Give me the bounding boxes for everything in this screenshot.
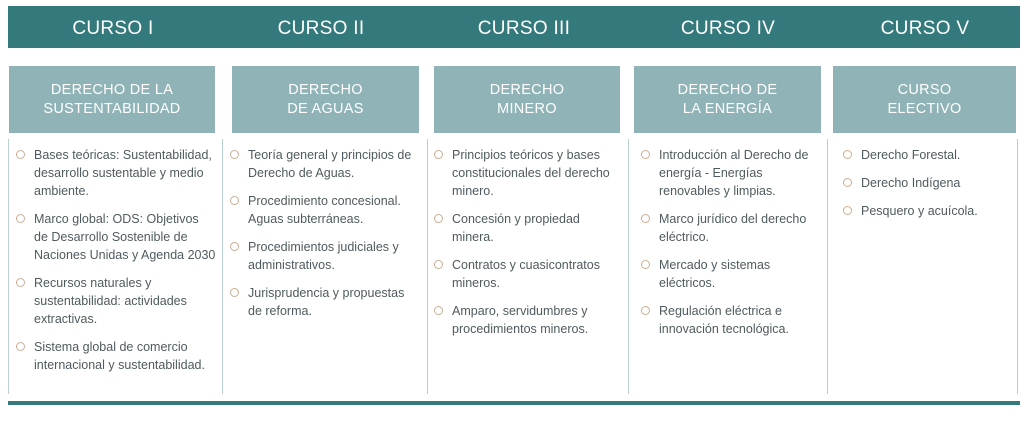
column-divider: [827, 139, 828, 394]
topic-text: Teoría general y principios de Derecho d…: [248, 148, 412, 180]
topic-text: Recursos naturales y sustentabilidad: ac…: [34, 276, 187, 326]
course-2-subject: DERECHO DE AGUAS: [232, 66, 419, 133]
list-item: Mercado y sistemas eléctricos.: [641, 256, 821, 292]
circle-bullet-icon: [230, 196, 239, 205]
column-divider: [628, 139, 629, 394]
list-item: Introducción al Derecho de energía - Ene…: [641, 146, 821, 200]
topic-text: Principios teóricos y bases constitucion…: [452, 148, 610, 198]
circle-bullet-icon: [16, 342, 25, 351]
topic-text: Concesión y propiedad minera.: [452, 212, 580, 244]
circle-bullet-icon: [843, 206, 852, 215]
course-3-title: CURSO III: [477, 18, 571, 39]
topic-text: Marco global: ODS: Objetivos de Desarrol…: [34, 212, 216, 262]
column-divider: [8, 139, 9, 394]
circle-bullet-icon: [843, 150, 852, 159]
topic-text: Jurisprudencia y propuestas de reforma.: [248, 286, 405, 318]
list-item: Procedimientos judiciales y administrati…: [230, 238, 420, 274]
list-item: Regulación eléctrica e innovación tecnol…: [641, 302, 821, 338]
course-3-topic-list: Principios teóricos y bases constitucion…: [434, 146, 622, 348]
list-item: Teoría general y principios de Derecho d…: [230, 146, 420, 182]
topic-text: Procedimientos judiciales y administrati…: [248, 240, 399, 272]
circle-bullet-icon: [230, 242, 239, 251]
column-divider: [222, 139, 223, 394]
course-4-subject-line2: LA ENERGÍA: [682, 100, 773, 117]
circle-bullet-icon: [641, 150, 650, 159]
topic-text: Derecho Indígena: [861, 176, 961, 190]
bottom-divider: [8, 401, 1020, 405]
circle-bullet-icon: [641, 214, 650, 223]
course-5-subject: CURSO ELECTIVO: [833, 66, 1016, 133]
column-divider: [1017, 139, 1018, 394]
course-4-subject-line1: DERECHO DE: [677, 81, 778, 98]
course-5-subject-line2: ELECTIVO: [887, 100, 962, 117]
course-2-subject-line1: DERECHO: [288, 81, 363, 98]
course-3-subject-line1: DERECHO: [489, 81, 565, 98]
topic-text: Procedimiento concesional. Aguas subterr…: [248, 194, 401, 226]
course-1-subject-line1: DERECHO DE LA: [50, 81, 174, 98]
course-5-topic-list: Derecho Forestal. Derecho Indígena Pesqu…: [843, 146, 1013, 230]
column-divider: [427, 139, 428, 394]
list-item: Jurisprudencia y propuestas de reforma.: [230, 284, 420, 320]
course-3-subject: DERECHO MINERO: [434, 66, 620, 133]
circle-bullet-icon: [16, 214, 25, 223]
circle-bullet-icon: [843, 178, 852, 187]
list-item: Pesquero y acuícola.: [843, 202, 1013, 220]
course-5-title: CURSO V: [880, 18, 970, 39]
course-1-title: CURSO I: [72, 18, 154, 39]
list-item: Derecho Indígena: [843, 174, 1013, 192]
course-4-subject: DERECHO DE LA ENERGÍA: [634, 66, 821, 133]
list-item: Sistema global de comercio internacional…: [16, 338, 216, 374]
list-item: Marco jurídico del derecho eléctrico.: [641, 210, 821, 246]
topic-text: Regulación eléctrica e innovación tecnol…: [659, 304, 789, 336]
list-item: Derecho Forestal.: [843, 146, 1013, 164]
list-item: Marco global: ODS: Objetivos de Desarrol…: [16, 210, 216, 264]
course-5-subject-line1: CURSO: [897, 81, 952, 98]
course-2-title: CURSO II: [277, 18, 365, 39]
list-item: Recursos naturales y sustentabilidad: ac…: [16, 274, 216, 328]
circle-bullet-icon: [434, 260, 443, 269]
list-item: Amparo, servidumbres y procedimientos mi…: [434, 302, 622, 338]
topic-text: Pesquero y acuícola.: [861, 204, 978, 218]
circle-bullet-icon: [434, 214, 443, 223]
topic-text: Derecho Forestal.: [861, 148, 961, 162]
course-1-subject: DERECHO DE LA SUSTENTABILIDAD: [9, 66, 215, 133]
list-item: Procedimiento concesional. Aguas subterr…: [230, 192, 420, 228]
course-1-topic-list: Bases teóricas: Sustentabilidad, desarro…: [16, 146, 216, 384]
circle-bullet-icon: [16, 278, 25, 287]
list-item: Bases teóricas: Sustentabilidad, desarro…: [16, 146, 216, 200]
course-2-subject-line2: DE AGUAS: [287, 100, 364, 117]
course-3-subject-line2: MINERO: [497, 100, 557, 117]
circle-bullet-icon: [230, 288, 239, 297]
topic-text: Introducción al Derecho de energía - Ene…: [659, 148, 809, 198]
topic-text: Sistema global de comercio internacional…: [34, 340, 205, 372]
topic-text: Amparo, servidumbres y procedimientos mi…: [452, 304, 589, 336]
topic-text: Bases teóricas: Sustentabilidad, desarro…: [34, 148, 212, 198]
course-header-bar: CURSO I CURSO II CURSO III CURSO IV CURS…: [8, 6, 1020, 48]
circle-bullet-icon: [230, 150, 239, 159]
circle-bullet-icon: [16, 150, 25, 159]
topic-text: Contratos y cuasicontratos mineros.: [452, 258, 600, 290]
course-4-topic-list: Introducción al Derecho de energía - Ene…: [641, 146, 821, 348]
topic-text: Marco jurídico del derecho eléctrico.: [659, 212, 807, 244]
circle-bullet-icon: [641, 260, 650, 269]
circle-bullet-icon: [434, 150, 443, 159]
topic-text: Mercado y sistemas eléctricos.: [659, 258, 771, 290]
list-item: Contratos y cuasicontratos mineros.: [434, 256, 622, 292]
course-1-subject-line2: SUSTENTABILIDAD: [43, 100, 181, 117]
course-2-topic-list: Teoría general y principios de Derecho d…: [230, 146, 420, 330]
list-item: Principios teóricos y bases constitucion…: [434, 146, 622, 200]
course-4-title: CURSO IV: [680, 18, 776, 39]
circle-bullet-icon: [434, 306, 443, 315]
list-item: Concesión y propiedad minera.: [434, 210, 622, 246]
circle-bullet-icon: [641, 306, 650, 315]
